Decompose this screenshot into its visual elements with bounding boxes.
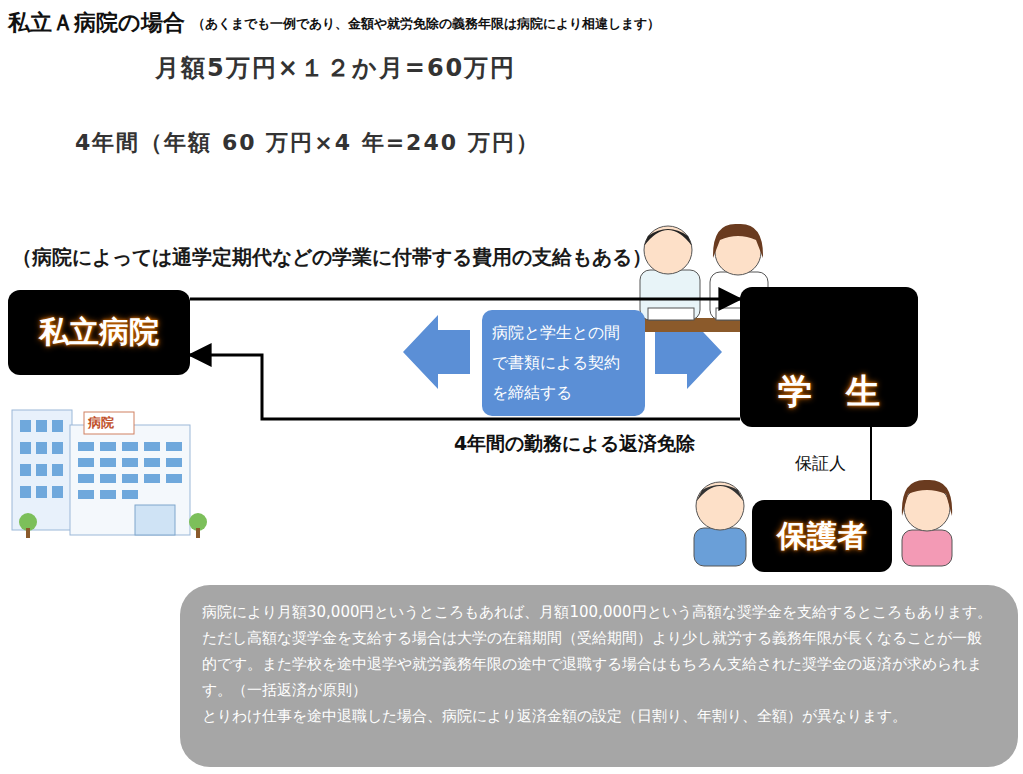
contract-box: 病院と学生との間で書類による契約を締結する bbox=[482, 310, 645, 416]
hospital-sign bbox=[84, 412, 134, 434]
window bbox=[36, 464, 47, 476]
formula-text: 月額5万円×１２か月=60万円 bbox=[155, 52, 516, 84]
node-text: 病院により月額30,000円というところもあれば、月額100,000円という高額… bbox=[202, 599, 996, 703]
window bbox=[78, 490, 94, 499]
title: 私立Ａ病院の場合 bbox=[8, 8, 185, 38]
window bbox=[100, 490, 116, 499]
window bbox=[100, 474, 116, 483]
window bbox=[36, 486, 47, 498]
mother-body bbox=[902, 530, 952, 566]
tree-trunk bbox=[26, 528, 30, 538]
window bbox=[144, 442, 160, 451]
note-text: （あくまでも一例であり、金額や就労免除の義務年限は病院により相違します） bbox=[192, 15, 660, 33]
blue-arrow-left bbox=[403, 315, 470, 389]
node-text: とりわけ仕事を途中退職した場合、病院により返済金額の設定（日割り、年割り、全額）… bbox=[202, 703, 996, 729]
student-body bbox=[640, 270, 700, 320]
father-hair bbox=[696, 485, 744, 502]
father-body bbox=[694, 528, 746, 566]
window bbox=[78, 442, 94, 451]
formula-text: 4年間（年額 60 万円×4 年=240 万円） bbox=[75, 128, 540, 158]
node-text: 私立病院 bbox=[39, 312, 159, 353]
tree-trunk bbox=[196, 528, 200, 538]
hospital-wing bbox=[12, 410, 72, 530]
hospital-windows bbox=[20, 420, 182, 499]
window bbox=[122, 458, 138, 467]
window bbox=[166, 442, 182, 451]
note-callout: 病院により月額30,000円というところもあれば、月額100,000円という高額… bbox=[180, 585, 1018, 767]
connector bbox=[870, 427, 872, 500]
window bbox=[52, 486, 63, 498]
note-text: （病院によっては通学定期代などの学業に付帯する費用の支給もある） bbox=[12, 244, 652, 271]
hospital-illustration bbox=[12, 410, 207, 538]
window bbox=[144, 458, 160, 467]
window bbox=[166, 474, 182, 483]
window bbox=[144, 474, 160, 483]
window bbox=[52, 464, 63, 476]
window bbox=[78, 458, 94, 467]
student-hair bbox=[644, 229, 692, 246]
window bbox=[100, 458, 116, 467]
window bbox=[78, 474, 94, 483]
hospital-door bbox=[135, 505, 175, 535]
mother-hair bbox=[902, 480, 952, 516]
edge-label: 保証人 bbox=[793, 452, 848, 475]
node-text: 病院と学生との間で書類による契約を締結する bbox=[492, 318, 635, 408]
node-text: 保護者 bbox=[777, 516, 867, 557]
father-face bbox=[696, 482, 744, 530]
student-hair bbox=[713, 224, 763, 258]
hospital-box: 私立病院 bbox=[8, 290, 190, 375]
connector bbox=[190, 298, 740, 301]
sign-text: 病院 bbox=[88, 414, 114, 432]
window bbox=[36, 442, 47, 454]
window bbox=[20, 442, 31, 454]
window bbox=[122, 474, 138, 483]
window bbox=[52, 442, 63, 454]
window bbox=[20, 486, 31, 498]
student-box: 学 生 bbox=[740, 287, 918, 427]
hospital-main bbox=[70, 425, 190, 535]
window bbox=[52, 420, 63, 432]
window bbox=[20, 420, 31, 432]
guardian-box: 保護者 bbox=[752, 500, 892, 572]
notebook bbox=[648, 308, 694, 320]
window bbox=[36, 420, 47, 432]
window bbox=[20, 464, 31, 476]
node-text: 学 生 bbox=[778, 369, 880, 415]
window bbox=[122, 490, 138, 499]
window bbox=[100, 442, 116, 451]
edge-label: 4年間の勤務による返済免除 bbox=[452, 431, 697, 457]
connector bbox=[190, 355, 740, 419]
window bbox=[166, 458, 182, 467]
window bbox=[122, 442, 138, 451]
